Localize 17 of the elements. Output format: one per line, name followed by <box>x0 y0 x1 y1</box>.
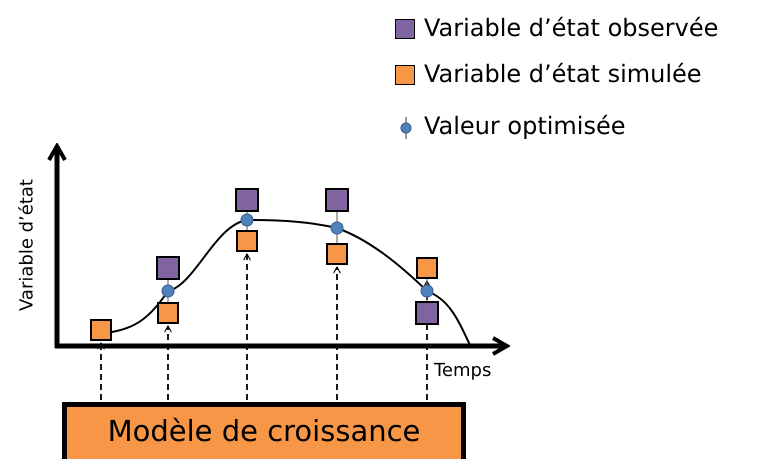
simulated-value-marker <box>416 257 438 279</box>
simulated-value-marker <box>157 302 179 324</box>
dashed-arrow <box>422 280 432 400</box>
model-box <box>62 402 466 459</box>
legend-label: Variable d’état observée <box>424 14 718 42</box>
legend-label: Variable d’état simulée <box>424 60 702 88</box>
axis-title: Variable d’état <box>16 179 38 311</box>
simulated-value-marker <box>326 243 348 265</box>
model-label: Modèle de croissance <box>108 413 420 449</box>
dashed-arrow <box>96 342 106 400</box>
dashed-arrow <box>164 325 172 400</box>
simulated-value-marker <box>90 319 112 341</box>
dashed-arrow <box>332 266 342 400</box>
legend-label: Valeur optimisée <box>424 112 626 140</box>
dashed-arrow <box>242 253 252 400</box>
simulated-value-marker <box>236 230 258 252</box>
axis-title: Temps <box>434 360 492 381</box>
